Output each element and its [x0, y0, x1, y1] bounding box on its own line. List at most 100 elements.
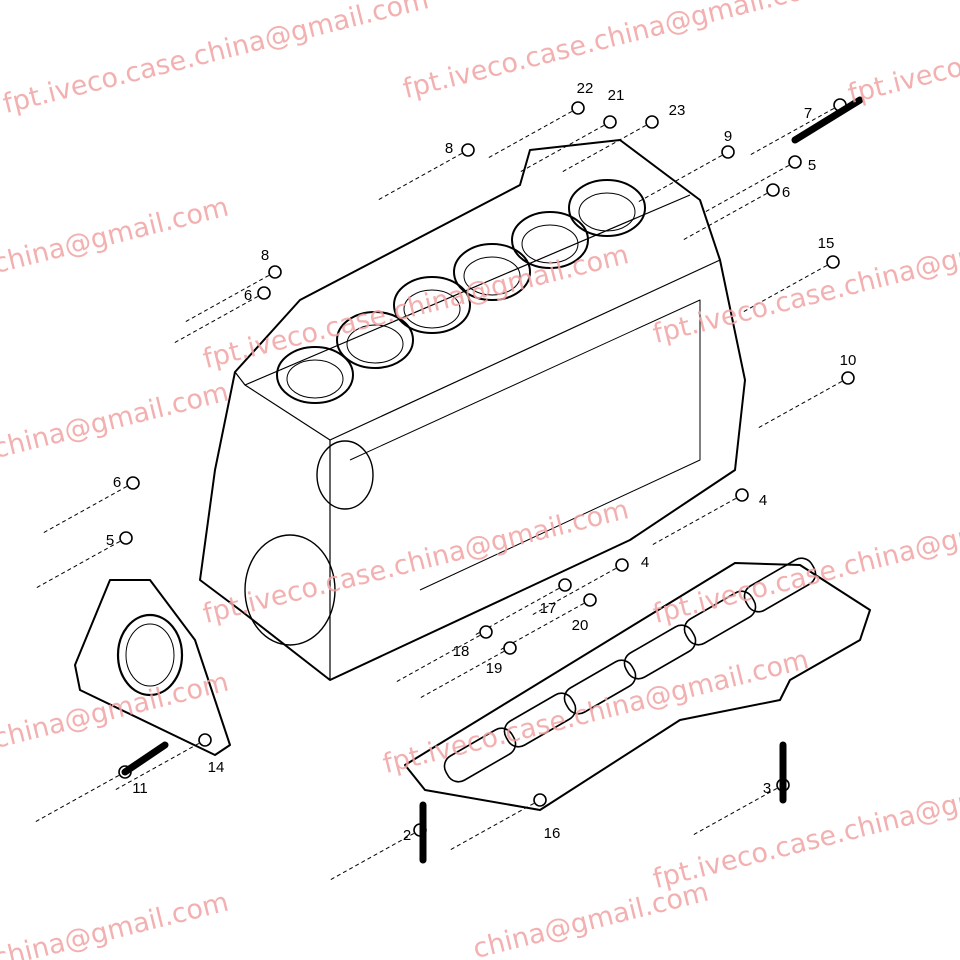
callout-2: 2 — [403, 827, 411, 844]
part-19 — [503, 641, 517, 655]
leader-line — [637, 151, 729, 203]
gasket-opening — [683, 590, 757, 646]
part-14 — [198, 733, 212, 747]
callout-8: 8 — [445, 140, 453, 157]
leader-line — [682, 189, 774, 241]
leader-line — [35, 537, 127, 589]
bore-opening — [316, 440, 374, 510]
callout-3: 3 — [763, 780, 771, 797]
rear-seal — [116, 613, 184, 697]
callout-6: 6 — [113, 474, 121, 491]
rear-seal-inner — [125, 623, 175, 687]
leader-line — [42, 482, 134, 534]
callout-11: 11 — [132, 780, 148, 797]
leader-line — [377, 149, 469, 201]
part-17 — [558, 578, 572, 592]
leader-line — [329, 829, 421, 881]
callout-6: 6 — [782, 184, 790, 201]
rear-cover — [74, 579, 231, 756]
cylinder-liner — [578, 192, 636, 232]
callout-20: 20 — [572, 617, 589, 634]
callout-19: 19 — [486, 660, 503, 677]
part-9 — [721, 145, 735, 159]
part-20 — [583, 593, 597, 607]
callout-6: 6 — [244, 287, 252, 304]
callout-18: 18 — [453, 643, 470, 660]
bolt — [791, 96, 864, 144]
part-6 — [257, 286, 271, 300]
leader-line — [757, 377, 849, 429]
oil-pan-gasket — [404, 562, 871, 811]
leader-line — [173, 292, 265, 344]
bolt — [121, 741, 169, 776]
cylinder-bore — [453, 243, 531, 301]
leader-line — [561, 121, 653, 173]
cylinder-bore — [393, 276, 471, 334]
part-8 — [461, 143, 475, 157]
leader-line — [749, 104, 841, 156]
leader-line — [114, 739, 206, 791]
callout-5: 5 — [106, 532, 114, 549]
leader-line — [487, 107, 579, 159]
callout-9: 9 — [724, 128, 732, 145]
callout-22: 22 — [577, 80, 594, 97]
part-15 — [826, 255, 840, 269]
leader-line — [531, 564, 623, 616]
leader-line — [34, 771, 126, 823]
leader-line — [395, 631, 487, 683]
engine-block — [199, 139, 746, 681]
part-6 — [126, 476, 140, 490]
cylinder-liner — [346, 324, 404, 364]
part-23 — [645, 115, 659, 129]
callout-14: 14 — [208, 759, 225, 776]
leader-line — [692, 784, 784, 836]
part-5 — [788, 155, 802, 169]
callout-4: 4 — [641, 554, 649, 571]
leader-line — [184, 271, 276, 323]
cylinder-bore — [276, 346, 354, 404]
callout-21: 21 — [608, 87, 625, 104]
gasket-opening — [563, 659, 637, 715]
part-16 — [533, 793, 547, 807]
cylinder-liner — [521, 224, 579, 264]
cylinder-liner — [463, 256, 521, 296]
leader-line — [651, 494, 743, 546]
part-4 — [735, 488, 749, 502]
callout-17: 17 — [540, 600, 557, 617]
gasket-opening — [503, 692, 577, 748]
cylinder-bore — [336, 311, 414, 369]
part-21 — [603, 115, 617, 129]
leader-line — [449, 799, 541, 851]
cylinder-bore — [511, 211, 589, 269]
leader-line — [704, 161, 796, 213]
leader-line — [742, 261, 834, 313]
part-8 — [268, 265, 282, 279]
leader-line — [499, 599, 591, 651]
cylinder-liner — [403, 289, 461, 329]
callout-16: 16 — [544, 825, 561, 842]
callout-5: 5 — [808, 157, 816, 174]
leader-line — [419, 647, 511, 699]
gasket-opening — [443, 727, 517, 783]
part-4 — [615, 558, 629, 572]
gasket-opening — [623, 624, 697, 680]
part-5 — [119, 531, 133, 545]
gasket-opening — [743, 557, 817, 613]
callout-8: 8 — [261, 247, 269, 264]
callout-7: 7 — [804, 105, 812, 122]
callout-10: 10 — [840, 352, 857, 369]
block-edge — [349, 299, 701, 591]
part-10 — [841, 371, 855, 385]
callout-4: 4 — [759, 492, 767, 509]
part-22 — [571, 101, 585, 115]
callout-23: 23 — [669, 102, 686, 119]
cylinder-liner — [286, 359, 344, 399]
gear-housing — [244, 534, 336, 646]
leader-line — [519, 121, 611, 173]
cylinder-bore — [568, 179, 646, 237]
part-6 — [766, 183, 780, 197]
part-18 — [479, 625, 493, 639]
callout-15: 15 — [818, 235, 835, 252]
